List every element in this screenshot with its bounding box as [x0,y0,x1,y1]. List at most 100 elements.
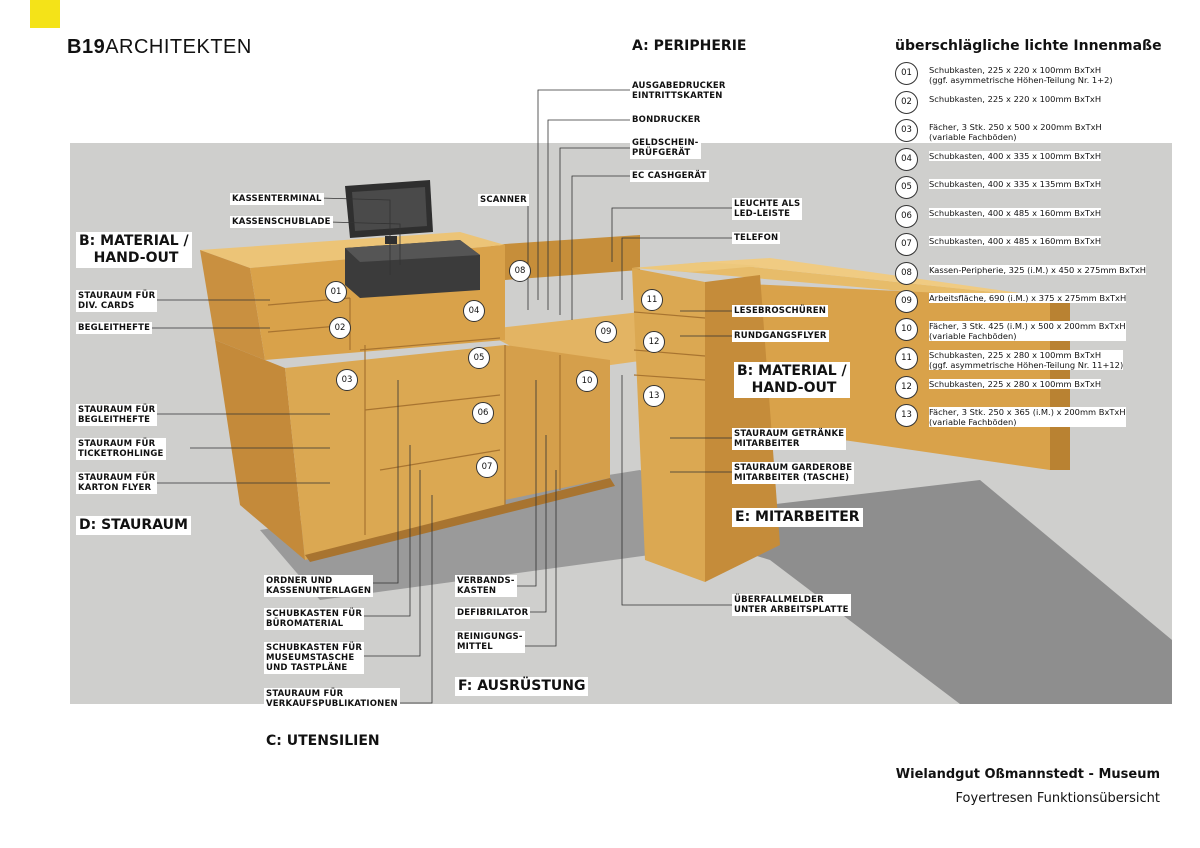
footer-subtitle: Foyertresen Funktionsübersicht [955,791,1160,806]
label-ordner: ORDNER UND KASSENUNTERLAGEN [264,575,374,597]
floor-shadow-left [260,470,760,600]
label-lesebroschueren: LESEBROSCHÜREN [732,305,829,317]
legend-number: 06 [895,205,918,228]
marker-11: 11 [641,289,663,311]
legend-number: 02 [895,91,918,114]
legend-text: Arbeitsfläche, 690 (i.M.) x 375 x 275mm … [929,293,1127,303]
label-garderobe: STAURAUM GARDEROBE MITARBEITER (TASCHE) [732,462,855,484]
label-bondrucker: BONDRUCKER [630,114,703,126]
legend-text: Fächer, 3 Stk. 250 x 500 x 200mm BxTxH (… [929,122,1102,142]
legend-number: 07 [895,233,918,256]
label-ueberfallmelder: ÜBERFALLMELDER UNTER ARBEITSPLATTE [732,594,851,616]
marker-05: 05 [468,347,490,369]
legend-text: Fächer, 3 Stk. 250 x 365 (i.M.) x 200mm … [929,407,1126,427]
label-stauraum-cards: STAURAUM FÜR DIV. CARDS [76,290,158,312]
right-arm-top-edge [705,258,1070,300]
category-stauraum: D: STAURAUM [76,516,191,535]
legend-number: 08 [895,262,918,285]
label-stauraum-ticket: STAURAUM FÜR TICKETROHLINGE [76,438,166,460]
category-material-right: B: MATERIAL / HAND-OUT [734,362,850,398]
marker-08: 08 [509,260,531,282]
label-verbandskasten: VERBANDS- KASTEN [455,575,517,597]
category-utensilien: C: UTENSILIEN [266,733,380,749]
label-leuchte: LEUCHTE ALS LED-LEISTE [732,198,803,220]
marker-06: 06 [472,402,494,424]
legend-row: 02 Schubkasten, 225 x 220 x 100mm BxTxH [895,91,1150,115]
legend-row: 05 Schubkasten, 400 x 335 x 135mm BxTxH [895,176,1150,200]
legend-text: Fächer, 3 Stk. 425 (i.M.) x 500 x 200mm … [929,321,1126,341]
legend-number: 03 [895,119,918,142]
marker-03: 03 [336,369,358,391]
legend-number: 05 [895,176,918,199]
label-begleithefte: BEGLEITHEFTE [76,322,153,334]
label-stauraum-begleithefte: STAURAUM FÜR BEGLEITHEFTE [76,404,158,426]
label-reinigungsmittel: REINIGUNGS- MITTEL [455,631,525,653]
legend-text: Schubkasten, 225 x 280 x 100mm BxTxH [929,379,1102,389]
legend-row: 01 Schubkasten, 225 x 220 x 100mm BxTxH (… [895,62,1150,86]
marker-01: 01 [325,281,347,303]
logo-yellow-mark [30,0,60,28]
left-cabinet-front [285,345,505,560]
category-peripherie: A: PERIPHERIE [632,38,747,54]
category-material-left: B: MATERIAL / HAND-OUT [76,232,192,268]
middle-cabinet-front [505,345,610,500]
plinth [305,478,615,562]
label-ausgabedrucker: AUSGABEDRUCKER EINTRITTSKARTEN [630,80,728,102]
label-telefon: TELEFON [732,232,781,244]
legend-number: 10 [895,318,918,341]
label-rundgangsflyer: RUNDGANGSFLYER [732,330,829,342]
legend-text: Schubkasten, 400 x 335 x 135mm BxTxH [929,179,1102,189]
label-ec-cashgeraet: EC CASHGERÄT [630,170,709,182]
legend-number: 13 [895,404,918,427]
right-arm-top [640,262,1050,300]
label-museumstasche: SCHUBKASTEN FÜR MUSEUMSTASCHE UND TASTPL… [264,642,365,674]
legend-text: Schubkasten, 225 x 220 x 100mm BxTxH [929,94,1102,104]
marker-02: 02 [329,317,351,339]
legend-number: 01 [895,62,918,85]
marker-13: 13 [643,385,665,407]
legend-row: 08 Kassen-Peripherie, 325 (i.M.) x 450 x … [895,262,1150,286]
legend-row: 07 Schubkasten, 400 x 485 x 160mm BxTxH [895,233,1150,257]
label-defibrilator: DEFIBRILATOR [455,607,531,619]
legend-text: Schubkasten, 400 x 485 x 160mm BxTxH [929,236,1102,246]
legend-row: 04 Schubkasten, 400 x 335 x 100mm BxTxH [895,148,1150,172]
category-ausruestung: F: AUSRÜSTUNG [455,677,589,696]
legend-row: 10 Fächer, 3 Stk. 425 (i.M.) x 500 x 200m… [895,318,1150,342]
legend-text: Schubkasten, 400 x 485 x 160mm BxTxH [929,208,1102,218]
legend-title: überschlägliche lichte Innenmaße [895,38,1162,54]
marker-07: 07 [476,456,498,478]
marker-10: 10 [576,370,598,392]
legend-row: 03 Fächer, 3 Stk. 250 x 500 x 200mm BxTxH… [895,119,1150,143]
legend-number: 11 [895,347,918,370]
legend-row: 13 Fächer, 3 Stk. 250 x 365 (i.M.) x 200m… [895,404,1150,428]
marker-12: 12 [643,331,665,353]
logo: B19ARCHITEKTEN [67,36,252,58]
label-geldschein: GELDSCHEIN- PRÜFGERÄT [630,137,701,159]
label-getraenke: STAURAUM GETRÄNKE MITARBEITER [732,428,847,450]
legend-number: 09 [895,290,918,313]
legend-number: 04 [895,148,918,171]
legend-text: Kassen-Peripherie, 325 (i.M.) x 450 x 27… [929,265,1146,275]
category-mitarbeiter: E: MITARBEITER [732,508,863,527]
label-stauraum-karton: STAURAUM FÜR KARTON FLYER [76,472,158,494]
left-side [200,250,265,360]
label-kassenterminal: KASSENTERMINAL [230,193,324,205]
legend-text: Schubkasten, 225 x 280 x 100mm BxTxH (gg… [929,350,1124,370]
legend-text: Schubkasten, 400 x 335 x 100mm BxTxH [929,151,1102,161]
legend-row: 06 Schubkasten, 400 x 485 x 160mm BxTxH [895,205,1150,229]
legend-row: 12 Schubkasten, 225 x 280 x 100mm BxTxH [895,376,1150,400]
label-bueromaterial: SCHUBKASTEN FÜR BÜROMATERIAL [264,608,365,630]
marker-04: 04 [463,300,485,322]
left-cabinet-side [215,340,305,560]
label-kassenschublade: KASSENSCHUBLADE [230,216,333,228]
monitor-screen-inner [352,187,427,231]
legend-number: 12 [895,376,918,399]
employee-top [632,262,760,272]
label-scanner: SCANNER [478,194,529,206]
marker-09: 09 [595,321,617,343]
cash-drawer-top [345,240,480,262]
legend-text: Schubkasten, 225 x 220 x 100mm BxTxH (gg… [929,65,1113,85]
legend-row: 09 Arbeitsfläche, 690 (i.M.) x 375 x 275m… [895,290,1150,314]
label-verkaufspublikationen: STAURAUM FÜR VERKAUFSPUBLIKATIONEN [264,688,400,710]
footer-project: Wielandgut Oßmannstedt - Museum [895,767,1160,782]
